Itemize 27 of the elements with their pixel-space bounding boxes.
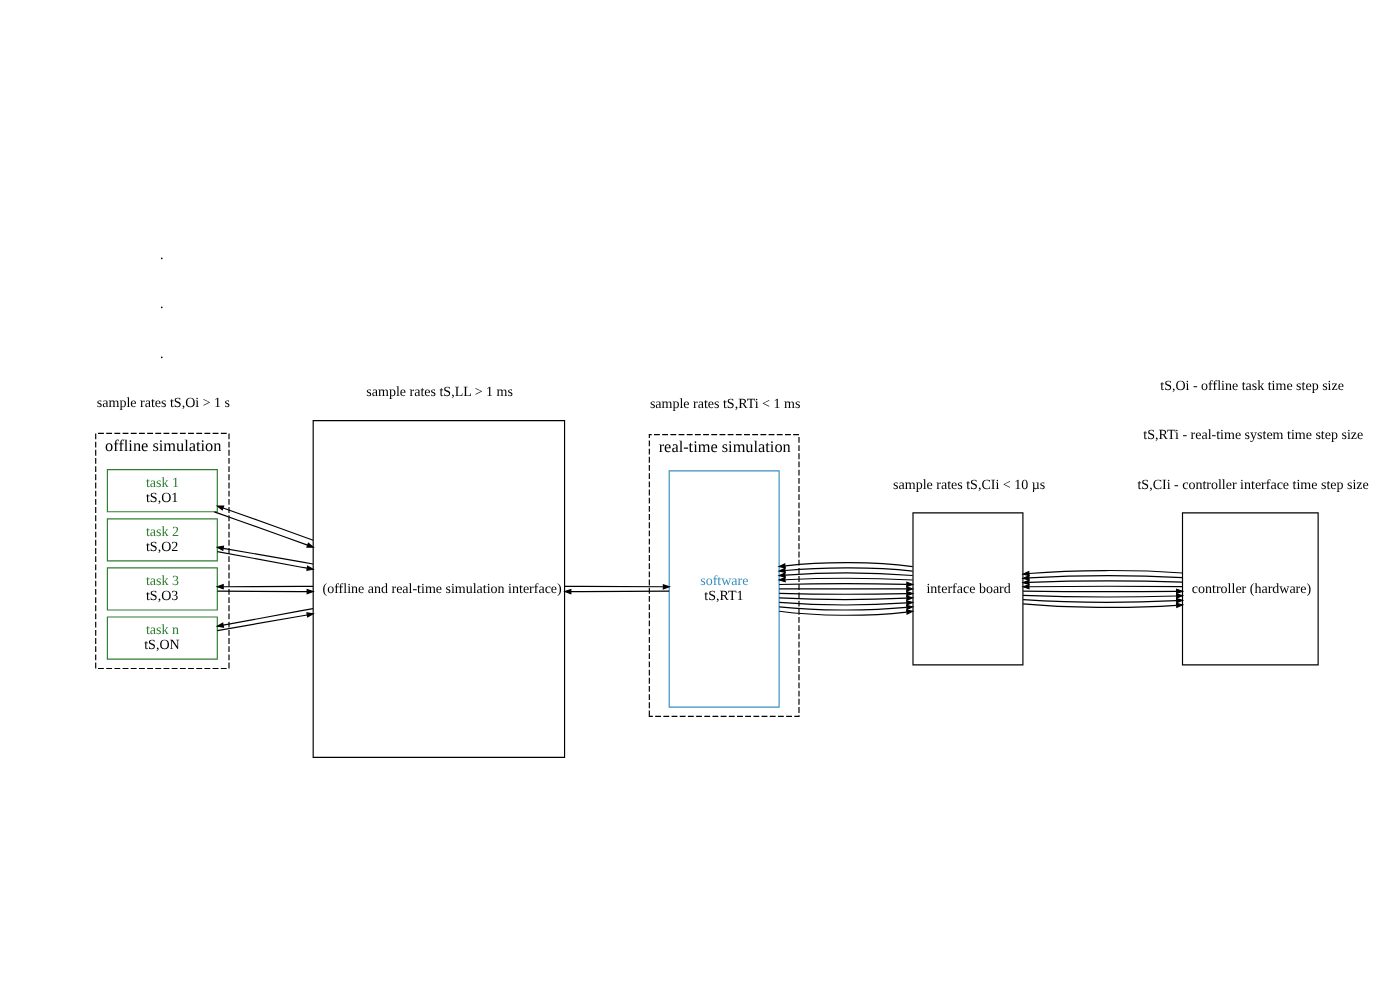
arrow [777,566,914,573]
arrow [1022,592,1185,598]
arrow [563,587,670,594]
arrow [778,594,915,601]
arrow [213,510,315,547]
arrow [778,603,915,610]
arrow [778,598,915,605]
arrow [215,504,314,540]
arrow [777,575,914,582]
arrow [216,550,315,570]
arrow [215,544,314,564]
arrow [778,608,915,615]
arrow [777,571,914,577]
arrow [1022,601,1185,608]
arrow [1022,587,1185,594]
arrow [216,587,315,594]
arrow [1021,582,1184,589]
arrow [1021,568,1184,576]
arrow [1022,596,1185,603]
arrow [778,589,915,596]
arrow [778,585,915,591]
arrow [1021,574,1184,580]
arrow [777,561,914,568]
arrow [778,580,915,587]
arrow [1021,578,1184,585]
arrow [564,582,671,589]
arrow [215,582,314,589]
